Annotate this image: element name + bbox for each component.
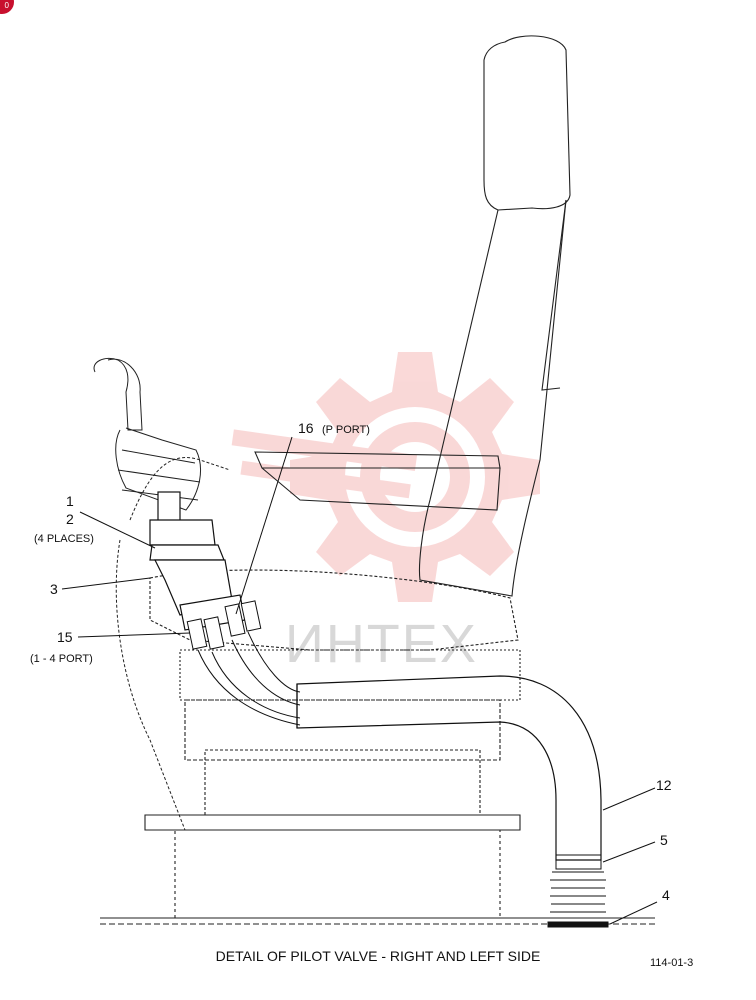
hose-conduit [296, 675, 602, 861]
callout-16-note: (P PORT) [322, 424, 370, 436]
callout-2: 2 [66, 511, 74, 527]
figure-caption: DETAIL OF PILOT VALVE - RIGHT AND LEFT S… [215, 948, 541, 964]
operator-seat [100, 35, 655, 925]
corner-badge-text: 0 [4, 1, 9, 10]
callout-15: 15 [57, 629, 73, 645]
callout-4: 4 [662, 887, 670, 903]
port-fittings [186, 600, 262, 650]
hydraulic-hoses [197, 631, 301, 726]
grommet-boot [547, 854, 609, 928]
leader-lines [61, 436, 658, 925]
callout-15-note: (1 - 4 PORT) [30, 653, 93, 665]
callout-5: 5 [660, 832, 668, 848]
callout-3: 3 [50, 581, 58, 597]
pilot-valve [149, 491, 246, 631]
console-housing [115, 457, 231, 831]
figure-number: 114-01-3 [650, 957, 694, 969]
callout-12: 12 [656, 777, 672, 793]
watermark-text: ИНТЕХ [285, 614, 478, 674]
callout-1: 1 [66, 493, 74, 509]
callout-2-note: (4 PLACES) [34, 533, 94, 545]
callout-16: 16 [298, 420, 314, 436]
joystick-handle [93, 357, 202, 511]
watermark-gear-logo [231, 352, 540, 602]
